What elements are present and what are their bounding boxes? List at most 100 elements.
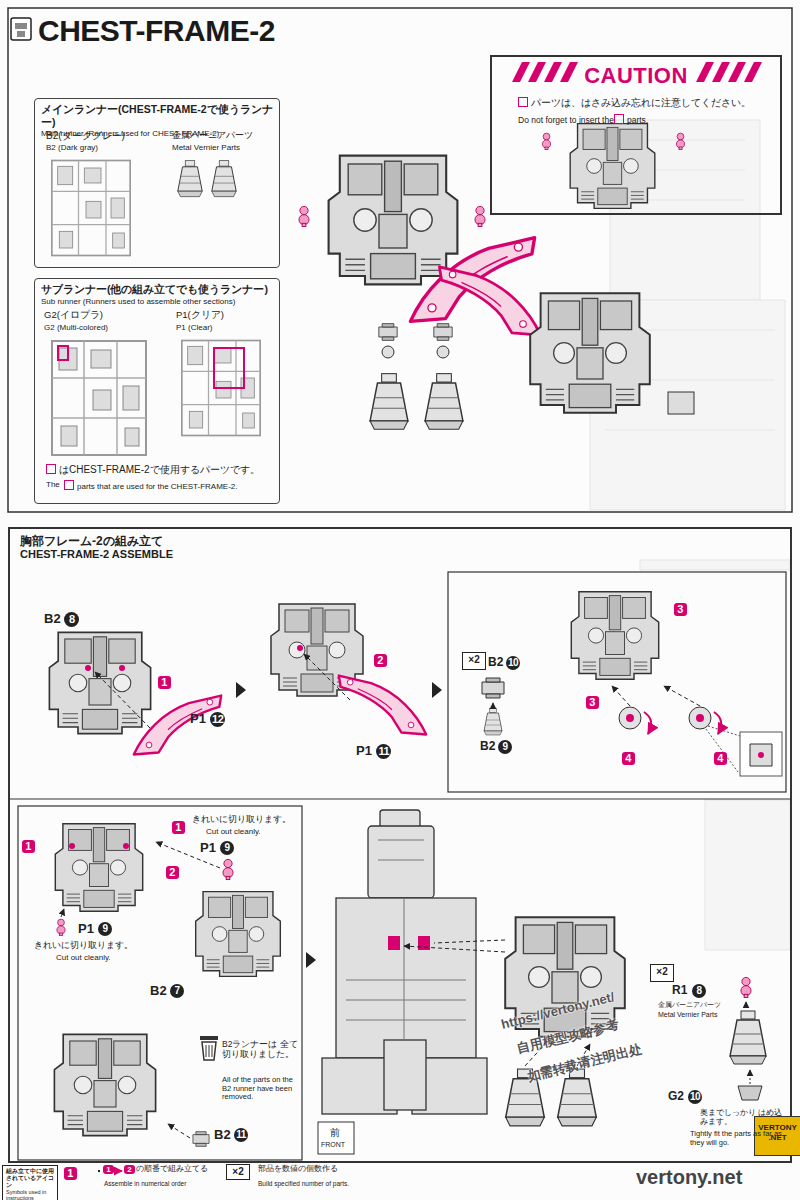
illustration-path	[156, 842, 220, 868]
illustration-path	[750, 744, 772, 766]
illustration-use	[299, 206, 309, 226]
legend-text: の順番で組み立てる	[136, 1164, 208, 1173]
illustration-use	[134, 696, 221, 755]
page-frame	[8, 8, 792, 512]
illustration-rect	[384, 1040, 426, 1110]
part-number: 9	[220, 841, 234, 855]
part-number: 7	[170, 984, 184, 998]
illustration-use	[212, 161, 236, 197]
box-text: ×2	[654, 966, 670, 978]
note-text: B2 (Dark gray)	[46, 143, 98, 152]
illustration-use	[178, 161, 202, 197]
illustration-circle	[69, 843, 75, 849]
watermark: vertony.net	[636, 1166, 742, 1189]
step-number: 3	[586, 696, 599, 709]
illustration-use	[196, 892, 281, 977]
illustration-use	[182, 341, 260, 436]
box-text: メインランナー(CHEST-FRAME-2で使うランナー)	[41, 103, 273, 128]
section-icon	[11, 18, 31, 40]
runner-code: R1	[672, 984, 687, 998]
runner-code: B2	[488, 656, 503, 670]
illustration-rect	[214, 348, 244, 388]
part-number: 12	[210, 712, 225, 727]
legend-text: Assemble in numerical order	[104, 1180, 186, 1187]
box-text: サブランナー(他の組み立てでも使うランナー)	[41, 283, 273, 296]
illustration-path	[202, 1042, 216, 1060]
illustration-use	[52, 161, 130, 256]
illustration-use	[542, 133, 550, 150]
box-text: ×2	[466, 654, 482, 666]
assembly-section: 胸部フレーム-2の組み立てCHEST-FRAME-2 ASSEMBLE×2×2	[8, 527, 792, 1163]
legend-entry: 部品を数値の個数作る	[258, 1165, 338, 1174]
symbols-title: 組み立て中に使用されているアイコンSymbols used in instruc…	[2, 1165, 58, 1200]
illustration-use	[329, 156, 458, 285]
illustration-g	[339, 676, 426, 735]
note-text: Cut out cleanly.	[56, 953, 111, 962]
illustration-use	[439, 267, 540, 335]
illustration-rect	[448, 572, 786, 792]
note-text: きれいに切り取ります。	[34, 940, 133, 950]
illustration-path	[664, 686, 700, 706]
step-number: 2	[166, 866, 179, 879]
box-text: Sub runner (Runners used to assemble oth…	[41, 297, 273, 307]
trash-icon	[200, 1036, 218, 1060]
runner-code: B2	[44, 612, 61, 627]
illustration-path	[738, 1086, 762, 1100]
note-text: All of the parts on the B2 runner have b…	[222, 1076, 298, 1102]
illustration-use	[434, 324, 452, 341]
illustration-circle	[297, 645, 303, 651]
note-text: parts that are used for the CHEST-FRAME-…	[64, 480, 238, 491]
box-text: parts.	[614, 114, 648, 125]
quantity-box: ×2	[650, 964, 674, 982]
part-number: 11	[376, 744, 391, 759]
note-text: FRONT	[321, 1141, 345, 1149]
part-number: 10	[688, 1090, 702, 1104]
step-number: 4	[714, 752, 727, 765]
note-text: Cut out cleanly.	[206, 827, 261, 836]
illustration-use	[57, 919, 65, 936]
illustration-path	[113, 1170, 122, 1172]
illustration-rect	[740, 732, 782, 776]
note-text: 金属バーニアパーツ	[658, 1001, 721, 1009]
part-number: 9	[498, 740, 512, 754]
illustration-circle	[689, 707, 711, 729]
illustration-path	[493, 703, 494, 708]
illustration-path	[61, 909, 64, 917]
illustration-use	[55, 824, 142, 911]
robot-frame	[322, 810, 487, 1114]
note-text: はCHEST-FRAME-2で使用するパーツです。	[46, 464, 260, 476]
runner-code: P1	[190, 712, 206, 727]
illustration-path	[404, 940, 505, 952]
ghost-frame	[590, 120, 790, 950]
step-number: 1	[103, 1165, 114, 1174]
illustration-use	[530, 293, 650, 413]
note-text: G2(イロプラ)	[44, 310, 103, 321]
step-number: 2	[124, 1165, 135, 1174]
box-text: CHEST-FRAME-2 ASSEMBLE	[20, 548, 780, 561]
illustration-rect	[200, 1036, 218, 1040]
runner-code: B2	[480, 740, 495, 754]
step-number: 1	[22, 840, 35, 853]
illustration-use	[475, 206, 485, 226]
illustration-use	[339, 676, 426, 735]
step-number: 2	[374, 654, 387, 667]
illustration-circle	[626, 714, 634, 722]
illustration-path	[750, 1070, 751, 1084]
illustration-use	[482, 678, 504, 698]
illustration-g	[439, 267, 540, 335]
box-text: Do not forget to insert the	[518, 115, 614, 125]
quantity-box: ×2	[226, 1164, 250, 1180]
illustration-rect	[11, 18, 31, 40]
step-number: 1	[64, 1167, 77, 1180]
illustration-use	[570, 124, 655, 209]
part-number: 10	[506, 656, 520, 670]
runner-panel: メインランナー(CHEST-FRAME-2で使うランナー)Main runner…	[34, 98, 280, 268]
illustration-use	[54, 1034, 155, 1135]
page-title: CHEST-FRAME-2	[38, 14, 275, 48]
illustration-use	[425, 374, 463, 430]
quantity-box: ×2	[462, 652, 486, 670]
illustration-path	[640, 560, 790, 570]
illustration-path	[714, 712, 721, 734]
box-text: Symbols used in instructions	[6, 1189, 54, 1200]
